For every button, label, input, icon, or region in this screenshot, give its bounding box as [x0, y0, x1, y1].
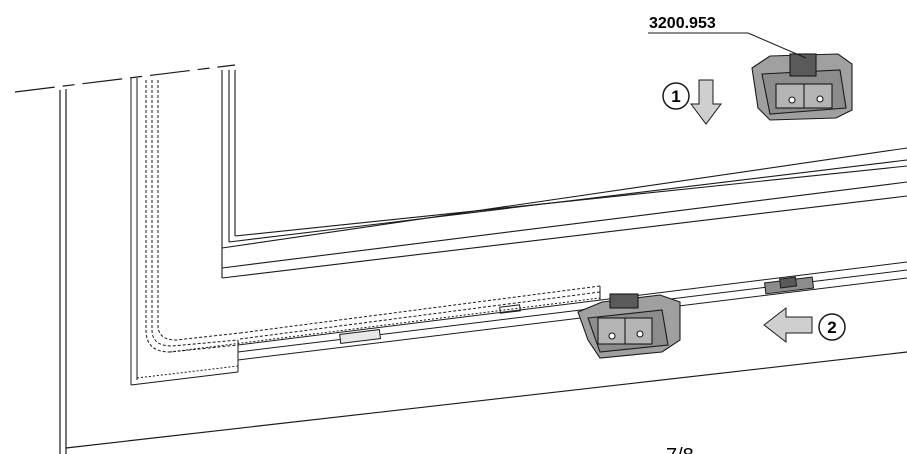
- keeper-part-inserted: [577, 293, 681, 359]
- page-number: 7/8: [666, 445, 694, 454]
- part-number-label: 3200.953: [649, 15, 716, 32]
- arrow-down-icon: [690, 79, 722, 125]
- step-1-circle: [662, 82, 690, 110]
- step-1-number: 1: [671, 87, 680, 106]
- keeper-part: [751, 53, 853, 121]
- step-2-marker: 2: [763, 306, 846, 344]
- arrow-left-icon: [763, 306, 813, 344]
- step-2-number: 2: [827, 318, 836, 337]
- glass-frame: [221, 70, 907, 279]
- part-leader-line: [648, 32, 807, 59]
- bottom-rail: [169, 261, 907, 372]
- step-1-marker: 1: [662, 79, 722, 125]
- installed-keeper: [764, 276, 815, 295]
- step-2-circle: [818, 313, 846, 341]
- vertical-profile: [130, 78, 241, 386]
- sash-frame: [14, 64, 907, 454]
